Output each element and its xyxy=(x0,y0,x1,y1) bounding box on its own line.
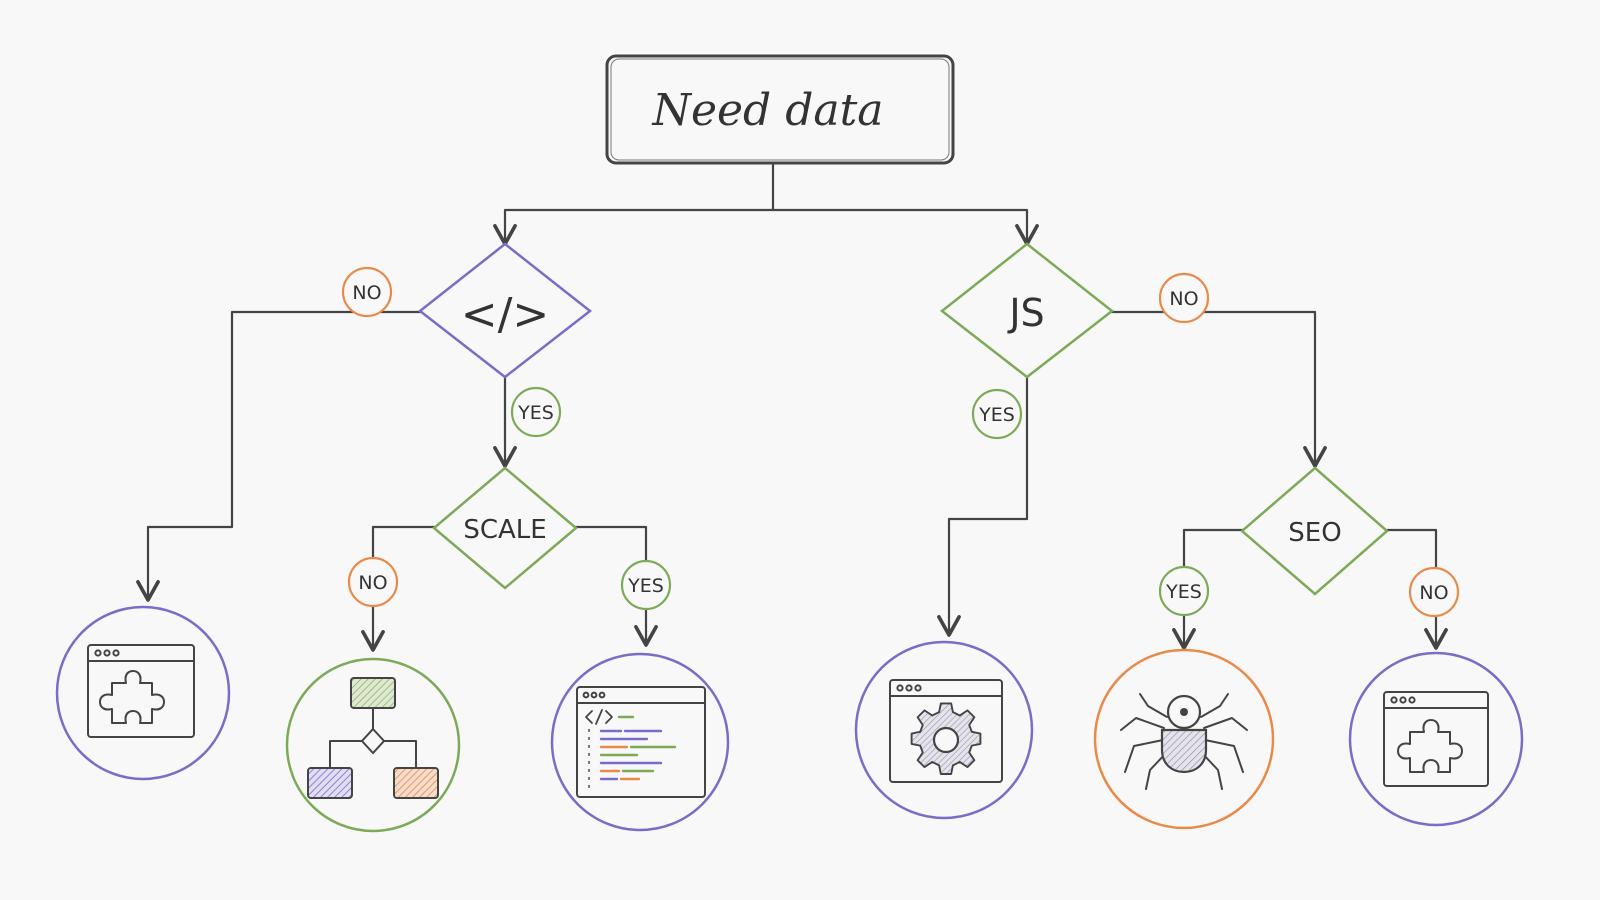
decision-js-shape xyxy=(939,242,1115,379)
outcome-workflow xyxy=(285,657,461,833)
root-node: Need data xyxy=(605,54,955,165)
decision-scale-shape xyxy=(432,466,578,590)
badge-seo-yes: YES xyxy=(1158,565,1210,617)
badge-scale-no: NO xyxy=(347,556,399,608)
decision-html-shape xyxy=(417,242,593,379)
badge-html-no-label: NO xyxy=(352,282,381,304)
badge-scale-no-label: NO xyxy=(358,572,387,594)
code-editor-icon xyxy=(576,686,706,798)
browser-gear-icon xyxy=(889,679,1003,783)
decision-html: </> xyxy=(417,242,593,379)
outcome-browser-extension-2 xyxy=(1348,651,1524,827)
decision-scale: SCALE xyxy=(432,466,578,590)
connector-html-no xyxy=(136,310,422,602)
decision-js-label: JS xyxy=(1007,291,1044,335)
root-label: Need data xyxy=(651,85,883,136)
badge-seo-yes-label: YES xyxy=(1165,581,1202,603)
badge-scale-yes: YES xyxy=(620,559,672,611)
badge-js-no: NO xyxy=(1158,272,1210,324)
connectors xyxy=(136,161,1448,652)
badge-html-no: NO xyxy=(341,266,393,318)
badge-js-yes: YES xyxy=(971,388,1023,440)
browser-puzzle-icon xyxy=(1383,691,1489,787)
badge-seo-no-label: NO xyxy=(1419,582,1448,604)
browser-puzzle-icon xyxy=(87,644,195,738)
decision-html-label: </> xyxy=(461,289,550,340)
spider-icon xyxy=(1120,693,1248,790)
connector-scale-no xyxy=(361,525,436,652)
connector-js-yes xyxy=(937,375,1029,637)
decision-scale-label: SCALE xyxy=(463,515,546,545)
badge-seo-no: NO xyxy=(1408,566,1460,618)
decision-js: JS xyxy=(939,242,1115,379)
workflow-icon xyxy=(307,677,439,799)
badge-js-yes-label: YES xyxy=(978,404,1015,426)
badge-html-yes: YES xyxy=(510,386,562,438)
decision-seo-shape xyxy=(1240,466,1389,596)
outcome-code-editor xyxy=(550,652,730,832)
outcome-crawler xyxy=(1093,648,1275,830)
outcome-browser-extension xyxy=(55,605,231,781)
badge-html-yes-label: YES xyxy=(517,402,554,424)
connector-root-to-js xyxy=(771,208,1039,246)
outcome-headless-browser xyxy=(854,640,1034,820)
badge-js-no-label: NO xyxy=(1169,288,1198,310)
decision-seo-label: SEO xyxy=(1288,518,1341,548)
badge-scale-yes-label: YES xyxy=(627,575,664,597)
connector-root-to-html xyxy=(493,208,775,246)
connector-js-no xyxy=(1110,310,1327,468)
decision-seo: SEO xyxy=(1240,466,1389,596)
